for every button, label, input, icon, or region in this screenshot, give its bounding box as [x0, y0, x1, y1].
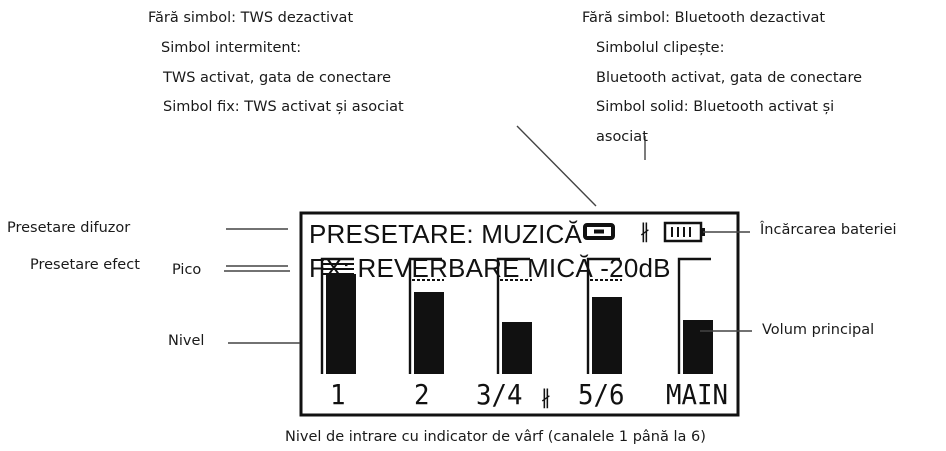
speaker-preset-label: Presetare difuzor [7, 220, 131, 236]
channel-meter-1 [320, 257, 356, 374]
tws-icon [583, 223, 615, 240]
level-bar [414, 292, 444, 374]
bluetooth-solid-line1: Simbol solid: Bluetooth activat și [596, 99, 835, 115]
level-bar [502, 322, 532, 374]
lcd-frame [299, 211, 740, 417]
tws-blink-desc: TWS activat, gata de conectare [163, 70, 392, 86]
tws-off-text: Fără simbol: TWS dezactivat [148, 10, 354, 26]
main-volume-label: Volum principal [762, 322, 875, 338]
channel-meter-2 [408, 257, 444, 374]
bluetooth-blink-desc: Bluetooth activat, gata de conectare [596, 70, 863, 86]
battery-icon [663, 221, 705, 243]
bluetooth-blink-title: Simbolul clipește: [596, 40, 725, 56]
meter-frame [677, 257, 711, 374]
channel-bluetooth-icon: ∦ [541, 385, 551, 409]
channel-meter-4 [586, 257, 622, 374]
meter-frame [320, 257, 354, 374]
level-bar [326, 274, 356, 374]
effect-preset-label: Presetare efect [30, 257, 140, 273]
channel-meters [320, 257, 713, 374]
leader-lines [224, 125, 752, 344]
level-bar [683, 320, 713, 374]
leader-tws [516, 125, 597, 207]
meter-frame [586, 257, 620, 374]
tws-blink-title: Simbol intermitent: [161, 40, 302, 56]
meter-frame [496, 257, 530, 374]
bluetooth-icon: ∦ [640, 219, 650, 243]
battery-label: Încărcarea bateriei [760, 222, 897, 238]
bluetooth-solid-line2: asociat [596, 129, 648, 145]
tws-solid-text: Simbol fix: TWS activat și asociat [163, 99, 404, 115]
channel-label-1: 1 [330, 378, 346, 411]
channel-label-5: MAIN [666, 378, 729, 411]
bottom-caption: Nivel de intrare cu indicator de vârf (c… [285, 429, 706, 445]
channel-label-2: 2 [414, 378, 430, 411]
lcd-preset-line: PRESETARE: MUZICĂ [309, 219, 583, 249]
level-bar [592, 297, 622, 374]
peak-label: Pico [172, 262, 202, 278]
channel-meter-5 [677, 257, 713, 374]
channel-meter-3 [496, 257, 532, 374]
channel-label-4: 5/6 [578, 378, 625, 411]
meter-frame [408, 257, 442, 374]
channel-label-3: 3/4 [476, 378, 523, 411]
lcd-fx-line: FX: REVERBARE MICĂ -20dB [309, 253, 671, 283]
bluetooth-off-text: Fără simbol: Bluetooth dezactivat [582, 10, 826, 26]
level-label: Nivel [168, 333, 205, 349]
